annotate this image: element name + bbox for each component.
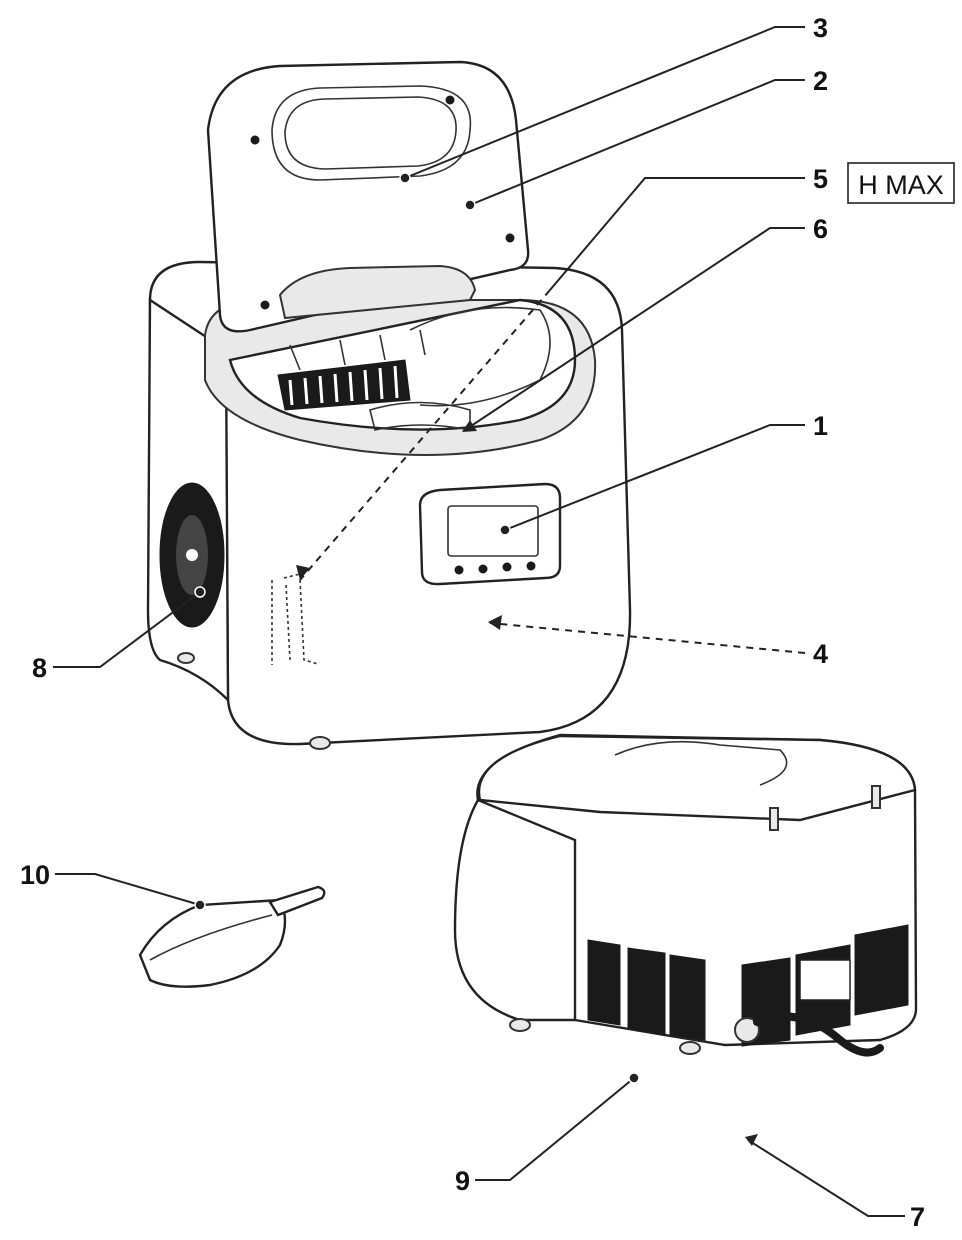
lid bbox=[206, 60, 530, 333]
ice-tray bbox=[277, 359, 411, 411]
leader-lines bbox=[53, 26, 905, 1217]
callout-7: 7 bbox=[910, 1202, 925, 1232]
callout-6: 6 bbox=[813, 214, 828, 244]
arrowhead-7 bbox=[745, 1134, 758, 1146]
callout-10: 10 bbox=[20, 860, 50, 890]
control-panel bbox=[418, 482, 562, 586]
arrowhead-6 bbox=[462, 420, 477, 432]
h-max-badge: H MAX bbox=[847, 162, 955, 204]
callout-5: 5 bbox=[813, 164, 828, 194]
callout-1: 1 bbox=[813, 411, 828, 441]
drain-plug bbox=[159, 482, 225, 628]
callout-8: 8 bbox=[32, 653, 47, 683]
callout-3: 3 bbox=[813, 13, 828, 43]
arrowhead-4 bbox=[488, 615, 502, 630]
arrowhead-5 bbox=[296, 565, 310, 580]
rear-view-ice-maker bbox=[453, 733, 918, 1057]
callout-4: 4 bbox=[813, 639, 828, 669]
water-level-indicator bbox=[271, 573, 319, 665]
callout-2: 2 bbox=[813, 66, 828, 96]
ice-scoop bbox=[138, 885, 326, 988]
callout-9: 9 bbox=[455, 1166, 470, 1196]
rear-vent-grille bbox=[587, 924, 909, 1047]
power-cord bbox=[734, 1012, 884, 1057]
front-view-ice-maker bbox=[146, 60, 632, 750]
h-max-label: H MAX bbox=[858, 170, 944, 200]
